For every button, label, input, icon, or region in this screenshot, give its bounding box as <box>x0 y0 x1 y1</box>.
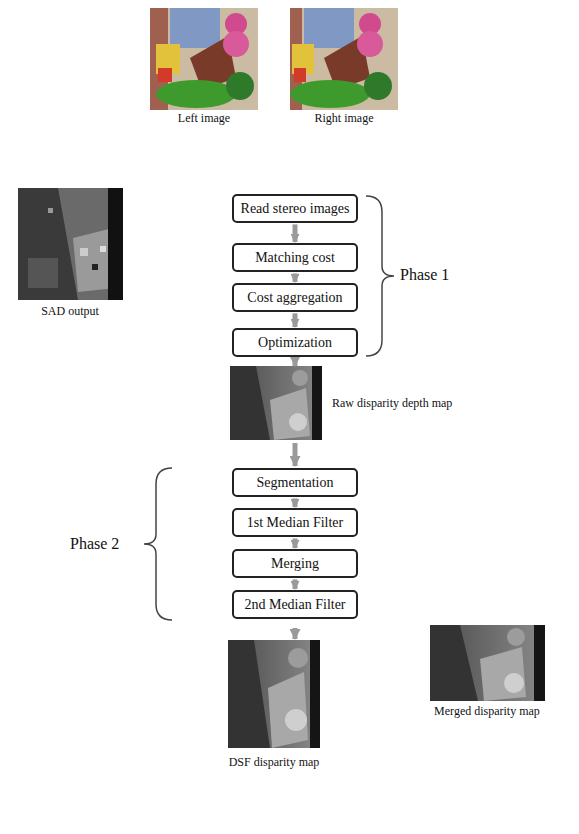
box-label: Optimization <box>258 335 332 350</box>
process-box: Cost aggregation <box>232 283 358 312</box>
box-label: Merging <box>271 556 319 571</box>
image-caption: Merged disparity map <box>434 705 540 719</box>
flow-arrow <box>293 443 298 466</box>
process-box: 2nd Median Filter <box>232 590 358 619</box>
image-caption: Raw disparity depth map <box>332 397 452 411</box>
box-label: Matching cost <box>255 250 335 265</box>
depth-map <box>430 625 545 701</box>
flow-arrow <box>293 498 298 507</box>
image-caption: DSF disparity map <box>229 756 320 770</box>
box-label: Cost aggregation <box>247 290 342 305</box>
flow-arrow <box>293 273 298 282</box>
flow-arrow <box>293 538 298 548</box>
box-label: 2nd Median Filter <box>244 597 345 612</box>
image-caption: Right image <box>315 112 374 126</box>
process-box: Merging <box>232 549 358 578</box>
phase-brace <box>366 196 394 356</box>
image-caption: SAD output <box>41 305 99 319</box>
process-box: 1st Median Filter <box>232 508 358 537</box>
phase-brace <box>144 468 172 620</box>
phase-label: Phase 1 <box>400 266 449 284</box>
box-label: Segmentation <box>257 475 334 490</box>
flow-arrow <box>293 359 298 366</box>
depth-map <box>228 640 320 748</box>
phase-label: Phase 2 <box>70 535 119 553</box>
image-caption: Left image <box>178 112 230 126</box>
box-label: 1st Median Filter <box>247 515 343 530</box>
flow-arrow <box>293 313 298 327</box>
process-box: Optimization <box>232 328 358 357</box>
depth-map <box>230 366 322 440</box>
process-box: Matching cost <box>232 243 358 272</box>
box-label: Read stereo images <box>241 201 350 216</box>
depth-map <box>18 188 123 300</box>
flow-arrow <box>293 628 298 639</box>
process-box: Segmentation <box>232 468 358 497</box>
flow-arrow <box>293 579 298 589</box>
process-box: Read stereo images <box>232 194 358 223</box>
flow-arrow <box>293 224 298 242</box>
stereo-photo <box>150 8 258 110</box>
stereo-photo <box>290 8 398 110</box>
